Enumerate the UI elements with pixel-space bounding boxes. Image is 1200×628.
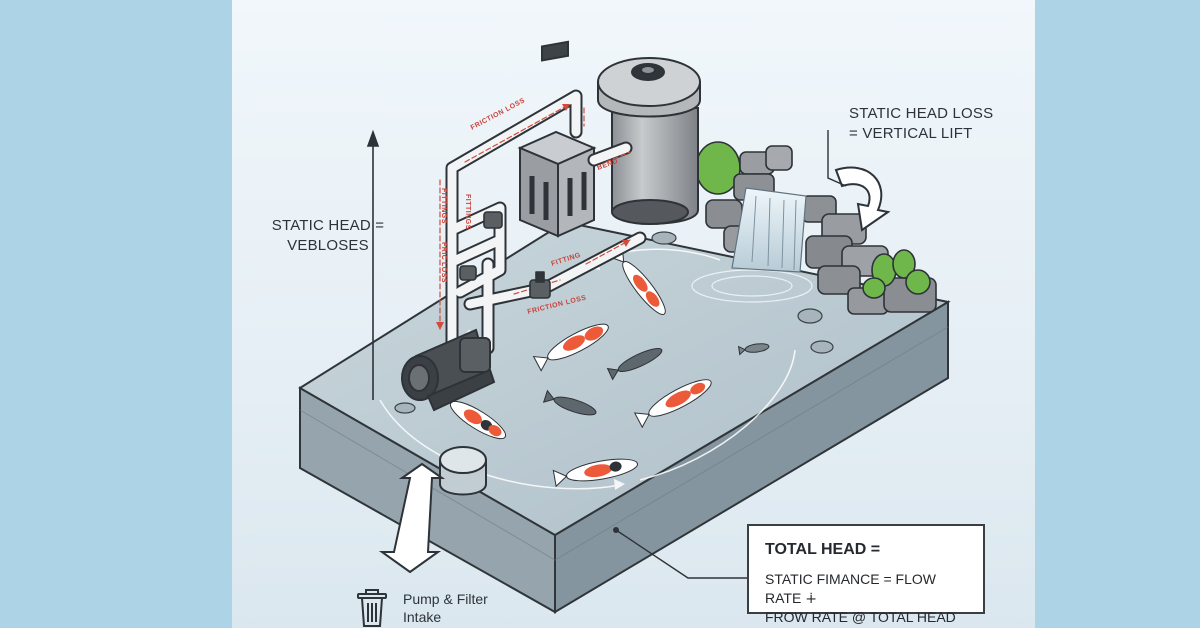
total-head-line2: FROW RATE @ TOTAL HEAD [765,609,956,625]
koi-fish-grey [542,389,597,416]
koi-fish [633,379,712,429]
vertical-arrow-icon [366,129,380,400]
intake-label-line1: Pump & Filter [403,591,488,607]
static-head-label-line2: VEBLOSES [287,237,369,254]
koi-fish [532,323,609,372]
leader-dot [613,527,619,533]
pipe-label-vertical-3: FRIC [440,242,447,260]
static-head-label-line1: STATIC HEAD = [271,217,385,234]
total-head-line1: STATIC FIMANCE = FLOW RATE ∔ [765,571,936,606]
static-head-loss-line2: = VERTICAL LIFT [849,125,973,142]
intake-label-line2: Intake [403,609,442,625]
waterfall-lines [751,195,797,271]
pebbles [394,231,834,414]
koi-fish [552,458,638,488]
static-head-loss-label: STATIC HEAD LOSS = VERTICAL LIFT [849,104,993,144]
ripples [691,269,813,303]
filter-canister [597,57,701,225]
koi-fish-grey [606,347,663,381]
koi-fish-grey [737,343,770,356]
static-head-label: STATIC HEAD = VEBLOSES [263,216,393,256]
total-head-leader [615,529,747,579]
pipe-label-vertical-2: FITTINGS [464,194,471,230]
intake-label: Pump & Filter Intake [403,590,488,626]
pipe-label-vertical-4: LOSS [440,262,447,283]
koi-fish-group [435,248,770,488]
total-head-callout: TOTAL HEAD = STATIC FIMANCE = FLOW RATE … [747,524,985,625]
curved-flow-arrow-icon [834,166,891,232]
intake-flow-arrow-icon [378,462,446,574]
rock-waterfall [695,141,937,315]
pipe-label-vertical-1: FITTINGS [440,188,447,224]
static-head-loss-leader [827,130,847,187]
pipe-network [436,89,647,355]
plant [862,249,931,299]
static-head-loss-line1: STATIC HEAD LOSS [849,105,994,122]
uv-box-filter [517,40,597,238]
total-head-title: TOTAL HEAD = [765,541,881,558]
pump [401,328,496,412]
trash-bin-icon [357,589,387,627]
intake-skimmer [439,446,487,496]
